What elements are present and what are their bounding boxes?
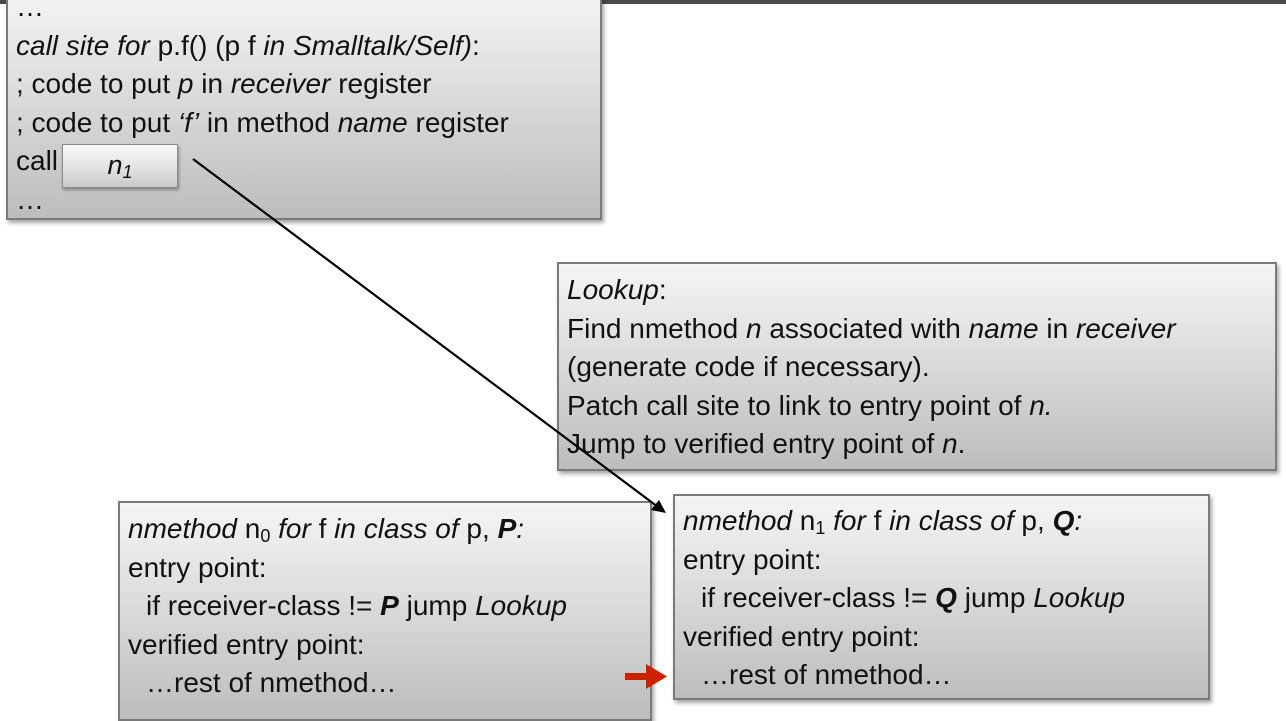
n1-rest-line: …rest of nmethod… <box>701 659 952 690</box>
top-edge-bar <box>0 0 1286 4</box>
n0-class-check-line: if receiver-class != P jump Lookup <box>146 590 567 621</box>
call-site-box: … call site for p.f() (p f in Smalltalk/… <box>6 0 602 220</box>
call-site-heading: call site for p.f() (p f in Smalltalk/Se… <box>16 29 480 61</box>
lookup-patch-line: Patch call site to link to entry point o… <box>567 389 1053 421</box>
n1-verified-entry-label: verified entry point: <box>683 620 920 652</box>
lookup-jump-line: Jump to verified entry point of n. <box>567 428 966 459</box>
n0-verified-entry-label: verified entry point: <box>128 628 365 660</box>
lookup-heading: Lookup: <box>567 274 667 305</box>
n0-rest-line: …rest of nmethod… <box>146 667 397 698</box>
call-target-slot: n1 <box>62 144 179 188</box>
n0-heading: nmethod n0 for f in class of p, P: <box>128 513 525 546</box>
call-link-arrowhead <box>651 500 666 513</box>
call-site-name-line: ; code to put ‘f’ in method name registe… <box>16 106 509 138</box>
n1-class-check-line: if receiver-class != Q jump Lookup <box>701 582 1126 613</box>
nmethod-n1-box: nmethod n1 for f in class of p, Q: entry… <box>673 494 1210 700</box>
lookup-generate-line: (generate code if necessary). <box>567 351 930 382</box>
lookup-box: Lookup: Find nmethod n associated with n… <box>557 262 1277 471</box>
nmethod-n0-box: nmethod n0 for f in class of p, P: entry… <box>118 501 652 721</box>
call-site-receiver-line: ; code to put p in receiver register <box>16 68 432 99</box>
call-site-ellipsis-bottom: … <box>16 183 44 215</box>
call-site-ellipsis-top: … <box>16 0 44 22</box>
lookup-find-line: Find nmethod n associated with name in r… <box>567 312 1176 344</box>
n1-entry-point-label: entry point: <box>683 543 822 575</box>
n0-entry-point-label: entry point: <box>128 551 267 583</box>
n1-heading: nmethod n1 for f in class of p, Q: <box>683 505 1083 538</box>
